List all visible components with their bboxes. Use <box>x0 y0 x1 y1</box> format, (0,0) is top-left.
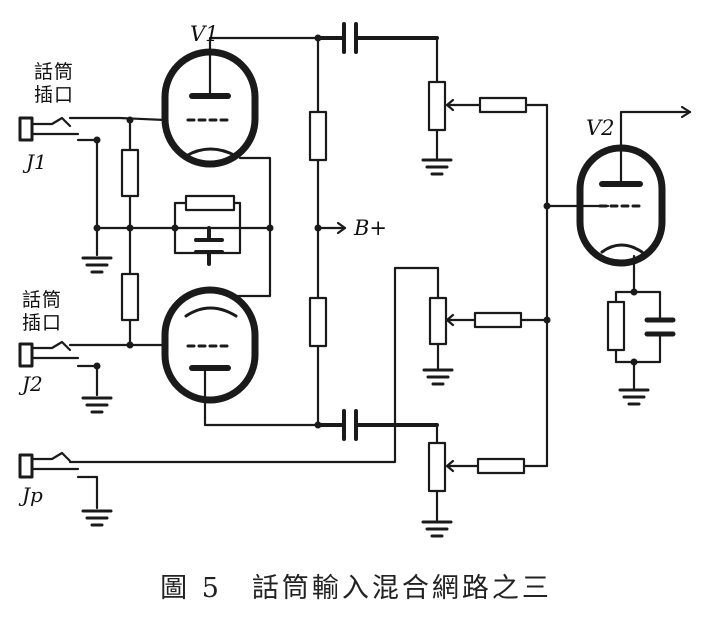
jack-j1-label: J1 <box>26 150 47 174</box>
plate-resistor-upper <box>308 110 328 162</box>
junction-dot <box>171 224 179 232</box>
ground-pot-upper <box>421 158 453 176</box>
b-plus-arrow <box>336 221 347 235</box>
junction-dot <box>314 421 322 429</box>
tube-v2-lower-plate-lead <box>203 366 320 427</box>
pot-upper-wiper <box>445 98 457 112</box>
ground-jp <box>81 509 113 527</box>
tube-v2-label: V2 <box>586 116 615 140</box>
jack-j1-spring <box>30 116 80 136</box>
output-arrow <box>680 105 692 119</box>
ground-j2 <box>81 396 113 414</box>
jack-jp-ground-lead <box>76 475 99 510</box>
junction-dot <box>93 224 101 232</box>
junction-dot <box>314 34 322 42</box>
v2-cathode-resistor <box>606 300 626 352</box>
ground-j1 <box>81 256 113 274</box>
figure-caption: 圖 5 話筒輸入混合網路之三 <box>160 573 552 604</box>
junction-dot <box>630 288 638 296</box>
pot-lower-wiper <box>445 459 457 473</box>
coupling-capacitor-upper <box>316 22 439 54</box>
mic-jack-1-caption-line1: 話筒 <box>34 61 75 83</box>
jack-j1-ground-lead <box>76 138 99 257</box>
junction-dot <box>126 341 134 349</box>
pot-middle-body <box>428 296 448 346</box>
pot-middle-wiper <box>445 313 457 327</box>
cathode-lower-lead <box>236 226 272 298</box>
cathode-bias-resistor <box>184 194 236 212</box>
junction-dot <box>126 116 134 124</box>
grid-leak-resistor-upper <box>120 148 140 198</box>
jack-jp-tip-lead <box>68 266 440 464</box>
mixing-resistor-middle <box>473 311 523 329</box>
jack-jp-spring <box>30 451 80 471</box>
tube-v2-cathode <box>600 243 644 254</box>
b-plus-label: B+ <box>354 216 388 240</box>
coupling-capacitor-lower <box>316 409 439 441</box>
pot-lower-body <box>427 441 447 493</box>
mic-jack-1-caption-line2: 插口 <box>34 84 75 106</box>
junction-dot <box>266 224 274 232</box>
v2-cathode-network <box>614 290 662 390</box>
mic-jack-2-caption-line2: 插口 <box>22 312 63 334</box>
tube-v1-cathode <box>184 147 238 158</box>
mixing-resistor-lower <box>476 457 526 475</box>
v2-bypass-capacitor <box>644 317 676 337</box>
junction-dot <box>126 224 134 232</box>
tube-v1-label: V1 <box>190 22 219 46</box>
cathode-bypass-capacitor <box>194 226 224 266</box>
junction-dot <box>314 224 322 232</box>
jack-j2-spring <box>30 340 80 360</box>
junction-dot <box>93 136 101 144</box>
plate-resistor-lower <box>308 296 328 348</box>
mixing-resistor-upper <box>478 96 528 114</box>
tube-v2-lower-cathode <box>184 306 238 318</box>
jack-j1-tip-lead <box>68 116 167 122</box>
junction-dot <box>543 202 551 210</box>
jack-j2-sleeve <box>18 342 34 368</box>
tube-v1-plate-lead <box>208 36 320 98</box>
pot-upper-body <box>427 80 447 132</box>
junction-dot <box>543 316 551 324</box>
cathode-upper-lead <box>238 156 272 230</box>
ground-v2 <box>618 388 650 406</box>
jack-jp-sleeve <box>18 453 34 479</box>
tube-v2-plate-lead <box>619 110 692 186</box>
junction-dots <box>93 34 638 429</box>
ground-pot-lower <box>421 520 453 538</box>
jack-j2-label: J2 <box>22 372 43 396</box>
jack-j2-ground-lead <box>76 364 99 397</box>
junction-dot <box>93 362 101 370</box>
jack-j1-sleeve <box>18 116 34 142</box>
junction-dot <box>630 358 638 366</box>
mic-jack-2-caption-line1: 話筒 <box>22 289 63 311</box>
jack-jp-label: Jp <box>22 483 43 507</box>
grid-leak-resistor-lower <box>120 272 140 322</box>
ground-pot-middle <box>422 368 454 386</box>
